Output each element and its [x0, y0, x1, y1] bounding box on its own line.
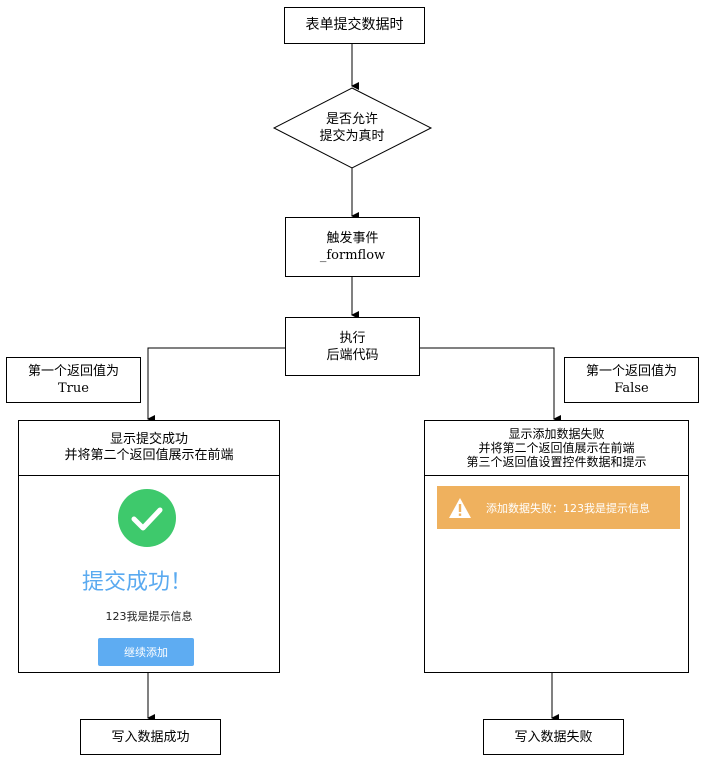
trigger-label-2: _formflow [319, 248, 386, 263]
arrow-exec-to-success [147, 347, 285, 423]
condition-false: 第一个返回值为 False [564, 357, 699, 403]
end-success-label: 写入数据成功 [111, 729, 190, 745]
fail-header-1: 显示添加数据失败 [508, 427, 605, 441]
trigger-label-1: 触发事件 [326, 231, 379, 246]
exec-label-1: 执行 [339, 330, 366, 346]
continue-add-button[interactable]: 继续添加 [98, 638, 194, 666]
arrow-exec-to-fail [419, 347, 561, 423]
condition-true-label-2: True [58, 381, 89, 396]
fail-header-2: 并将第二个返回值展示在前端 [478, 441, 635, 455]
fail-header-3: 第三个返回值设置控件数据和提示 [466, 455, 647, 469]
success-title: 提交成功！ [81, 570, 192, 595]
end-fail-label: 写入数据失败 [514, 729, 593, 745]
end-success-node: 写入数据成功 [80, 719, 221, 755]
warning-icon [448, 497, 472, 519]
trigger-node: 触发事件 _formflow [285, 217, 420, 277]
exec-label-2: 后端代码 [326, 347, 379, 363]
fail-alert: 添加数据失败：123我是提示信息 [437, 486, 680, 529]
decision-label-1: 是否允许 [325, 112, 378, 127]
decision-label-2: 提交为真时 [319, 129, 385, 144]
condition-true-label-1: 第一个返回值为 [27, 364, 119, 379]
success-panel-header: 显示提交成功 并将第二个返回值展示在前端 [19, 421, 279, 476]
exec-node: 执行 后端代码 [285, 317, 420, 376]
fail-alert-text: 添加数据失败：123我是提示信息 [486, 501, 650, 515]
fail-panel: 显示添加数据失败 并将第二个返回值展示在前端 第三个返回值设置控件数据和提示 添… [424, 420, 689, 673]
success-header-2: 并将第二个返回值展示在前端 [64, 448, 234, 463]
success-message: 123我是提示信息 [105, 610, 193, 623]
start-node-label: 表单提交数据时 [305, 17, 404, 33]
success-header-1: 显示提交成功 [109, 432, 188, 447]
fail-panel-header: 显示添加数据失败 并将第二个返回值展示在前端 第三个返回值设置控件数据和提示 [425, 421, 688, 476]
condition-true: 第一个返回值为 True [6, 357, 141, 403]
success-panel: 显示提交成功 并将第二个返回值展示在前端 提交成功！ 123我是提示信息 继续添… [18, 420, 280, 673]
success-check-icon [118, 489, 176, 547]
start-node: 表单提交数据时 [284, 7, 425, 44]
condition-false-label-2: False [614, 381, 649, 396]
end-fail-node: 写入数据失败 [483, 719, 624, 755]
condition-false-label-1: 第一个返回值为 [585, 364, 677, 379]
decision-node: 是否允许 提交为真时 [300, 110, 404, 146]
